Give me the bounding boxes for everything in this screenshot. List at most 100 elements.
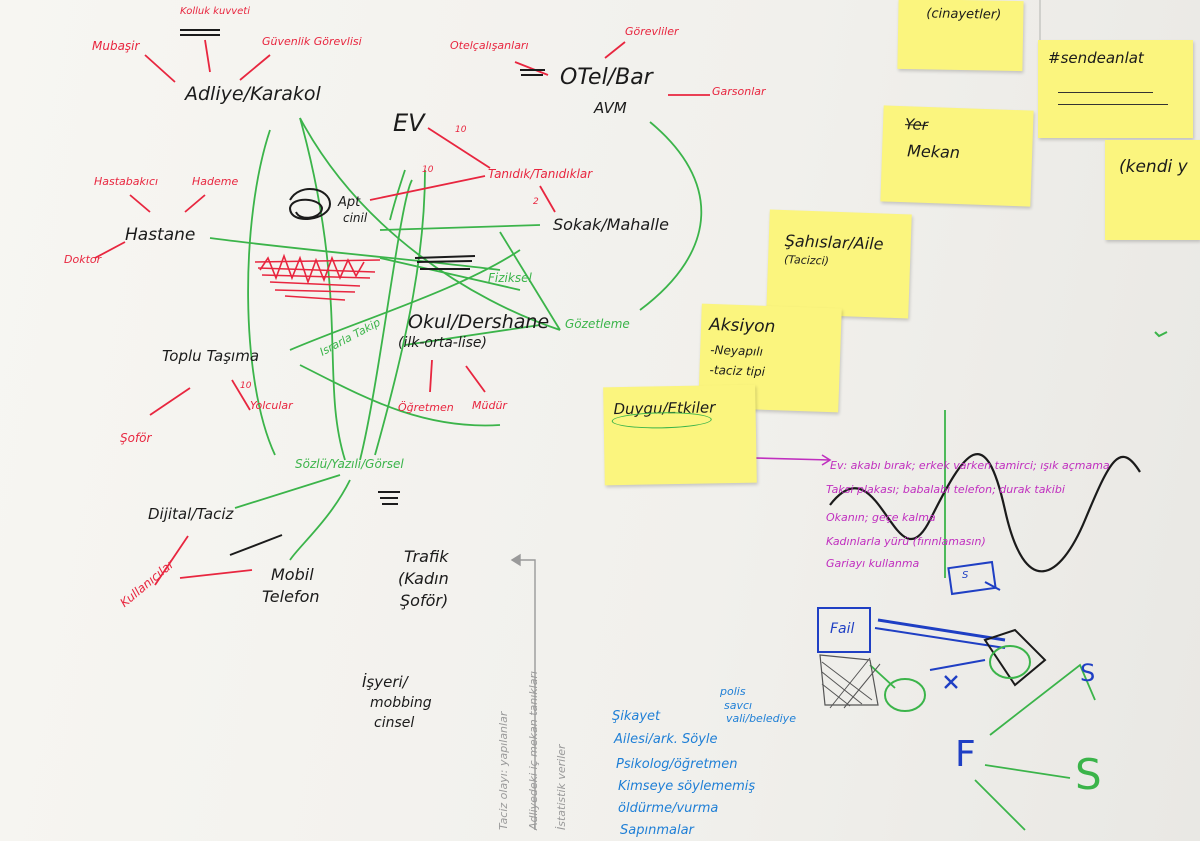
label-yolcular: Yolcular [250, 399, 293, 412]
node-cinil: cinil [343, 211, 368, 225]
node-telefon: Telefon [262, 587, 320, 606]
green-line [984, 764, 1071, 779]
red-line [539, 185, 556, 213]
label-count-2: 2 [533, 197, 539, 207]
node-otel: OTel/Bar [560, 65, 653, 90]
gray-note: Adliyedeki iç mekan tanıkları [527, 670, 540, 830]
blue-diagram [817, 560, 1047, 709]
blue-line [929, 659, 986, 671]
gray-arrow [510, 553, 536, 830]
letter-s-small: S [1080, 659, 1096, 687]
blue-line [877, 618, 1006, 642]
red-arrows [94, 39, 710, 586]
node-hastane: Hastane [125, 225, 196, 245]
green-line [404, 324, 541, 346]
red-line [369, 175, 486, 201]
red-line [144, 54, 176, 83]
red-line [514, 61, 549, 76]
label-sofor: Şoför [120, 431, 152, 445]
node-cinsel: cinsel [374, 715, 415, 731]
label-mudur: Müdür [472, 399, 507, 412]
note-line: Gariayı kullanma [826, 557, 920, 570]
label-guvenlik: Güvenlik Görevlisi [262, 35, 362, 48]
label-gozetleme: Gözetleme [565, 317, 630, 331]
note-line: Kadınlarla yürü (fırınlamasın) [826, 535, 986, 548]
green-line [289, 249, 521, 351]
green-circle [884, 678, 926, 712]
sticky-aksiyon-line: -Neyapılı [710, 342, 764, 359]
label-fiziksel: Fiziksel [488, 271, 532, 285]
sticky-aksiyon-text: Aksiyon [708, 314, 776, 338]
green-line [379, 257, 521, 291]
blue-line [983, 628, 1047, 687]
label-muhasir: Mubaşir [92, 39, 140, 53]
red-line [204, 39, 211, 73]
note-sikayet: Şikayet [612, 709, 661, 724]
node-okul: Okul/Dershane [408, 311, 550, 333]
sticky-sendeanlat: #sendeanlat [1038, 40, 1193, 138]
note-vali: vali/belediye [726, 712, 796, 725]
node-okul-sub: (ilk-orta-lise) [398, 335, 487, 351]
letter-s-big: S [1075, 750, 1102, 799]
node-apt: Apt [338, 195, 361, 210]
node-trafik-sofor: Şoför) [400, 591, 449, 610]
label-hastabakici: Hastabakıcı [94, 175, 159, 188]
sticky-sendeanlat-text: #sendeanlat [1048, 49, 1144, 67]
node-adliye: Adliye/Karakol [185, 83, 321, 105]
gray-note: İstatistik veriler [555, 744, 568, 830]
node-dijital: Dijital/Taciz [148, 505, 234, 523]
sticky-mekan-struck: Yer [904, 115, 929, 134]
gray-note: Taciz olayı: yapılanlar [497, 711, 510, 830]
sticky-aksiyon-line: -taciz tipi [709, 362, 766, 379]
note-ailesi: Ailesi/ark. Söyle [614, 732, 718, 747]
green-circle [989, 645, 1031, 679]
blue-line [874, 627, 1006, 649]
node-toplu-tasima: Toplu Taşıma [162, 347, 260, 365]
sticky-kendi: (kendi y [1105, 140, 1200, 240]
magenta-arrow [754, 454, 832, 466]
green-line [299, 117, 561, 331]
red-line [427, 127, 491, 169]
red-line [429, 359, 433, 393]
magenta-line [821, 454, 832, 466]
black-scribble [180, 29, 545, 556]
label-hademe: Hademe [192, 175, 239, 188]
node-isyeri: İşyeri/ [362, 673, 408, 691]
note-savci: savcı [724, 699, 753, 712]
node-sokak: Sokak/Mahalle [553, 215, 669, 234]
label-otelcalisanlari: Otelçalışanları [450, 39, 529, 52]
label-count-10b: 10 [422, 165, 434, 175]
gray-line [510, 553, 521, 567]
red-line [239, 54, 271, 81]
green-line [299, 117, 346, 461]
sticky-kendi-text: (kendi y [1119, 157, 1188, 177]
note-psikolog: Psikolog/öğretmen [616, 757, 738, 772]
label-s-box: S [962, 570, 969, 581]
red-line [184, 194, 206, 213]
green-line [299, 364, 501, 427]
green-line [499, 231, 561, 331]
green-line [247, 129, 276, 456]
red-line [94, 241, 126, 259]
green-line [989, 663, 1096, 736]
red-line [231, 379, 251, 411]
sticky-line [1058, 92, 1153, 93]
s-box [947, 560, 997, 596]
sticky-mekan-text: Mekan [906, 141, 961, 163]
label-garsonlar: Garsonlar [712, 85, 766, 98]
node-trafik-kadin: (Kadın [398, 569, 449, 588]
sticky-line [1058, 104, 1168, 105]
label-gorevliler: Görevliler [625, 25, 679, 38]
green-line [234, 474, 341, 509]
sticky-sahislar-text: Şahıslar/Aile [784, 231, 884, 254]
red-line [154, 535, 189, 586]
blue-line [944, 675, 958, 689]
magenta-line [754, 457, 831, 461]
sticky-mekan: Yer Mekan [880, 105, 1034, 207]
sticky-cinayetler-text: (cinayetler) [926, 6, 1002, 23]
green-line [209, 237, 501, 271]
note-oldurme: öldürme/vurma [618, 801, 719, 816]
letter-f: F [955, 734, 976, 775]
node-ev: EV [393, 109, 425, 137]
